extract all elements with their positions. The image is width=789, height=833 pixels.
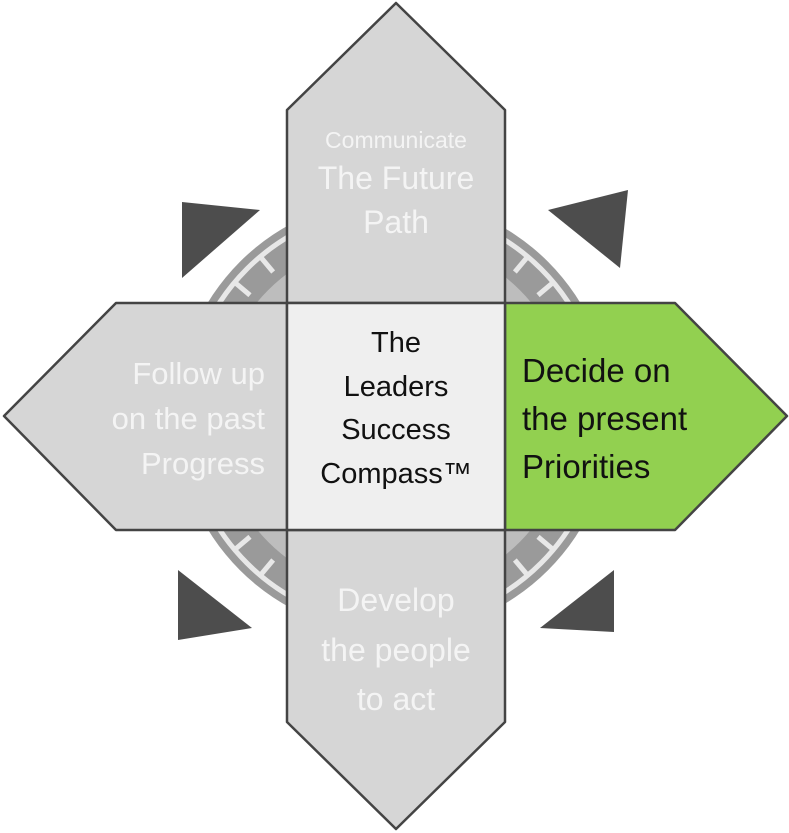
label-line: the present	[522, 400, 688, 438]
label-line: Develop	[337, 582, 455, 618]
label-communicate: Communicate The Future Path	[287, 127, 505, 244]
dial-tick	[536, 279, 557, 298]
label-line: Decide on	[522, 352, 671, 389]
label-line: Priorities	[522, 448, 651, 486]
label-line: Success	[341, 414, 451, 446]
dial-tick	[257, 253, 276, 274]
dial-tick	[231, 534, 252, 553]
dial-tick	[257, 558, 276, 579]
label-line: Compass™	[320, 457, 472, 490]
dial-tick	[231, 279, 252, 298]
pointer-bottom-right	[540, 570, 614, 632]
dial-tick	[536, 534, 557, 553]
label-line: Path	[363, 203, 429, 240]
label-develop: Develop the people to act	[287, 576, 505, 725]
label-follow-up: Follow up on the past Progress	[112, 352, 265, 487]
label-line: on the past	[111, 400, 265, 436]
label-line: The	[371, 327, 421, 359]
label-center-title: The Leaders Success Compass™	[287, 322, 505, 496]
label-line: Leaders	[343, 370, 449, 403]
pointer-top-right	[548, 190, 628, 268]
label-decide: Decide on the present Priorities	[522, 347, 687, 492]
label-communicate-small: Communicate	[325, 127, 467, 153]
label-line: Follow up	[132, 356, 265, 391]
label-line: the people	[321, 631, 471, 668]
pointer-top-left	[182, 202, 260, 278]
label-line: to act	[356, 681, 436, 718]
dial-tick	[512, 253, 531, 274]
label-line: The Future	[317, 159, 475, 196]
center-box	[285, 301, 507, 532]
label-line: Progress	[140, 445, 265, 481]
dial-tick	[512, 558, 531, 579]
pointer-bottom-left	[178, 570, 252, 640]
arrow-up	[285, 1, 507, 305]
